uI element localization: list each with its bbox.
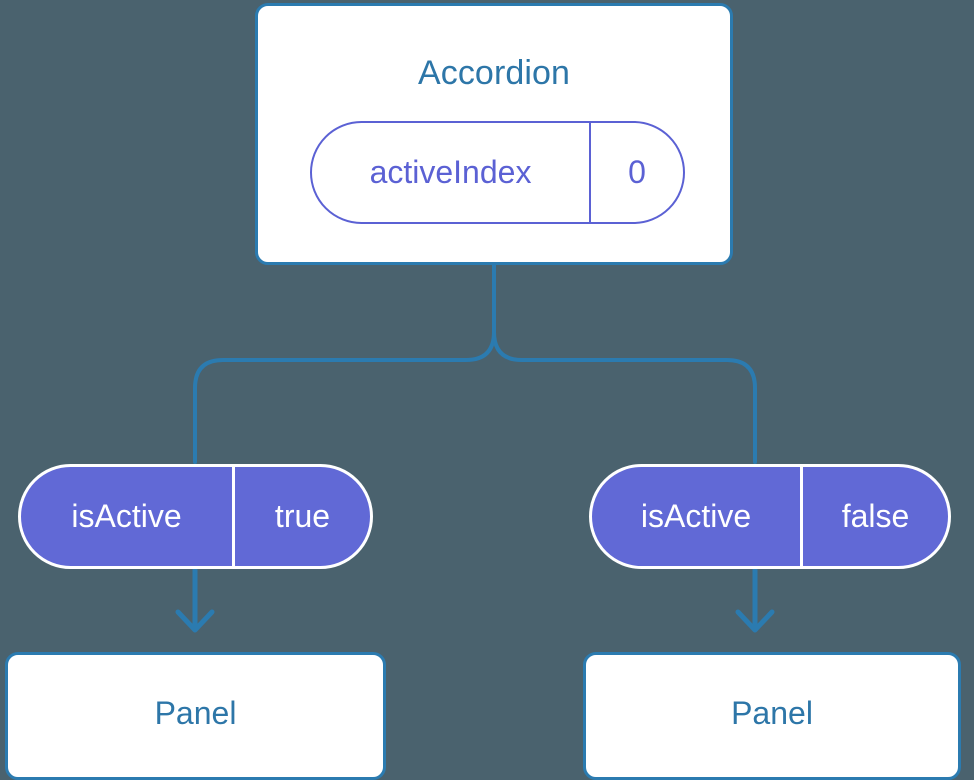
prop-pill-activeindex-value: 0 [628,154,646,190]
prop-pill-isactive-true-value: true [274,498,331,534]
prop-pill-activeindex[interactable]: activeIndex 0 [310,121,685,224]
branch-path-left [193,263,496,464]
node-panel-right[interactable]: Panel [583,652,961,780]
branch-path-right [492,263,757,464]
prop-pill-isactive-true-key: isActive [21,467,235,566]
prop-pill-isactive-false[interactable]: isActive false [589,464,951,569]
prop-pill-isactive-false-key: isActive [592,467,803,566]
node-panel-left[interactable]: Panel [5,652,386,780]
node-panel-left-title: Panel [154,695,237,731]
prop-pill-isactive-false-value: false [841,498,910,534]
arrow-down-icon-right [735,567,775,633]
prop-pill-isactive-true[interactable]: isActive true [18,464,373,569]
node-accordion[interactable]: Accordion activeIndex 0 [255,3,733,265]
node-accordion-title: Accordion [417,54,571,92]
prop-pill-activeindex-key: activeIndex [312,123,591,222]
node-panel-right-title: Panel [731,695,813,731]
arrow-down-icon-left [175,567,215,633]
